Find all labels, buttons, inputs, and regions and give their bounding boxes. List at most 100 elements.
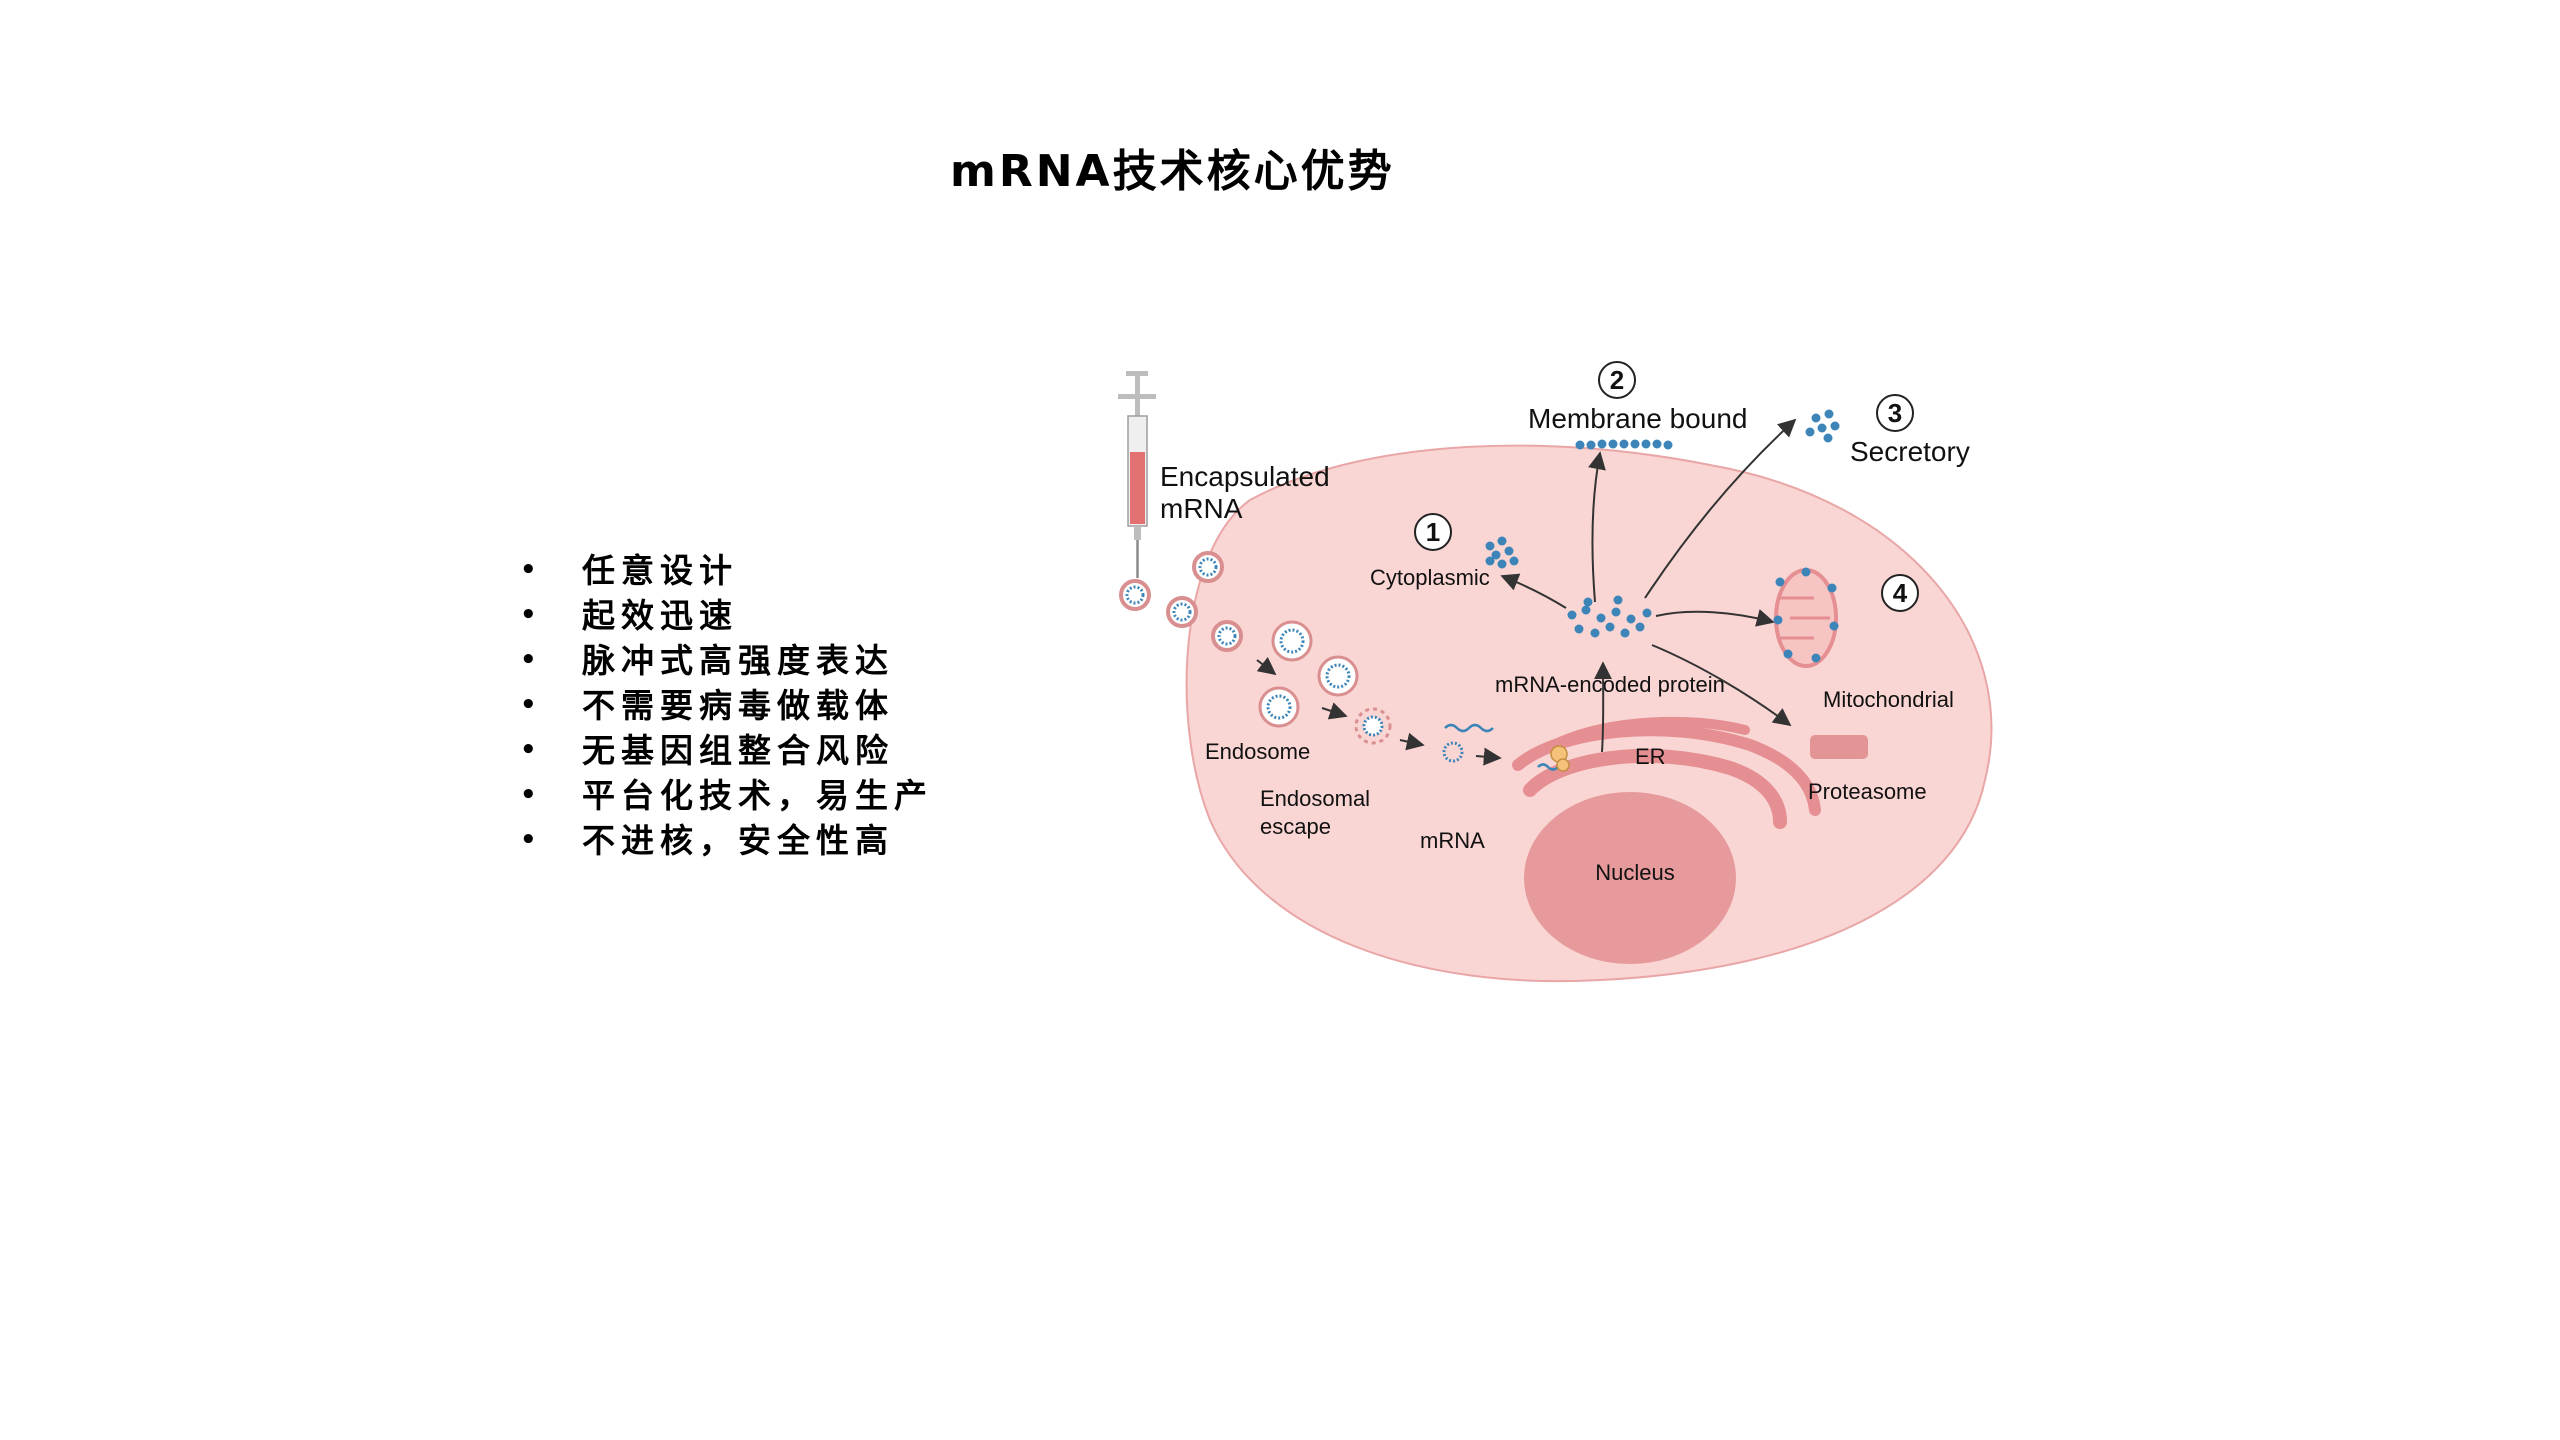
protein-dot — [1801, 567, 1811, 577]
protein-dot — [1608, 439, 1618, 449]
protein-dot — [1583, 597, 1593, 607]
pathway-arrow — [1655, 609, 1775, 627]
marker-2: 2 — [1598, 361, 1636, 399]
bullet-dot: • — [520, 645, 543, 675]
protein-dot — [1620, 628, 1630, 638]
protein-dot — [1824, 409, 1834, 419]
bullet-text: 不进核，安全性高 — [582, 821, 894, 860]
bullet-dot: • — [520, 600, 543, 630]
encapsulated-line1: Encapsulated — [1160, 461, 1330, 492]
cytoplasmic-label: Cytoplasmic — [1370, 565, 1490, 590]
bullet-item: •无基因组整合风险 — [510, 728, 933, 773]
bullet-text: 起效迅速 — [582, 596, 738, 635]
nucleus-label: Nucleus — [1595, 860, 1674, 885]
bullet-dot: • — [520, 825, 543, 855]
bullet-dot: • — [520, 555, 543, 585]
bullet-item: • 平台化技术，易生产 — [510, 773, 933, 818]
bullet-dot: • — [520, 780, 543, 810]
protein-dot — [1613, 595, 1623, 605]
ribosome-icon — [1537, 745, 1570, 772]
membrane-bound-label: Membrane bound — [1528, 403, 1747, 434]
protein-dot — [1567, 610, 1577, 620]
bullet-item: • 不需要病毒做载体 — [510, 683, 933, 728]
pathway-arrow — [1588, 451, 1606, 603]
protein-dot — [1652, 439, 1662, 449]
endosomal-line2: escape — [1260, 814, 1331, 839]
marker-2-text: 2 — [1610, 365, 1624, 395]
encapsulated-label: Encapsulated mRNA — [1160, 461, 1337, 524]
bullet-item: • 起效迅速 — [510, 593, 933, 638]
pathway-arrow — [1500, 573, 1567, 609]
protein-dot — [1783, 649, 1793, 659]
marker-4: 4 — [1881, 574, 1919, 612]
protein-dot — [1830, 421, 1840, 431]
protein-dot — [1775, 577, 1785, 587]
endosome-vesicle — [1258, 686, 1300, 728]
pathway-arrow — [1475, 747, 1502, 766]
escaping-endosome — [1354, 707, 1392, 745]
protein-dot — [1641, 439, 1651, 449]
lipid-nanoparticle — [1192, 551, 1224, 583]
bullet-item: • 不进核，安全性高 — [510, 818, 933, 863]
lipid-nanoparticle — [1119, 579, 1151, 611]
endosome-label: Endosome — [1205, 739, 1310, 764]
encapsulated-line2: mRNA — [1160, 493, 1243, 524]
protein-dot — [1605, 622, 1615, 632]
slide-title: mRNA技术核心优势 — [950, 146, 1395, 197]
pathway-arrow — [1651, 644, 1792, 727]
bullet-text: 无基因组整合风险 — [582, 731, 894, 770]
mitochondrion-icon — [1773, 567, 1839, 668]
bullet-item: • 脉冲式高强度表达 — [510, 638, 933, 683]
marker-4-text: 4 — [1893, 578, 1908, 608]
mrna-mechanism-diagram: Nucleus ER Encapsulated mRNA — [1118, 361, 1993, 983]
bullet-text: 脉冲式高强度表达 — [582, 641, 894, 680]
bullet-text: 平台化技术，易生产 — [582, 776, 933, 815]
endosome-vesicle — [1271, 620, 1313, 662]
pathway-arrow — [1256, 656, 1277, 676]
proteasome-shape — [1810, 735, 1868, 759]
marker-1-text: 1 — [1426, 517, 1440, 547]
lipid-nanoparticle — [1166, 596, 1198, 628]
proteasome-label: Proteasome — [1808, 779, 1927, 804]
mrna-label: mRNA — [1420, 828, 1485, 853]
protein-dot — [1630, 439, 1640, 449]
pathway-arrow — [1644, 418, 1797, 599]
protein-dot — [1611, 607, 1621, 617]
er-label: ER — [1635, 744, 1666, 769]
protein-dot — [1581, 605, 1591, 615]
protein-dot — [1575, 440, 1585, 450]
membrane-bound-protein-row — [1575, 439, 1673, 450]
protein-dot — [1817, 423, 1827, 433]
mitochondrial-label: Mitochondrial — [1823, 687, 1954, 712]
protein-dot — [1811, 653, 1821, 663]
protein-dot — [1635, 622, 1645, 632]
bullet-text: 不需要病毒做载体 — [582, 686, 894, 725]
endosomal-escape-label: Endosomal escape — [1260, 786, 1376, 839]
marker-3-text: 3 — [1888, 398, 1902, 428]
endosomal-line1: Endosomal — [1260, 786, 1370, 811]
lipid-nanoparticle — [1211, 620, 1243, 652]
protein-dot — [1811, 413, 1821, 423]
marker-3: 3 — [1876, 394, 1914, 432]
protein-dot — [1773, 615, 1783, 625]
protein-dot — [1497, 559, 1507, 569]
protein-dot — [1829, 621, 1839, 631]
secretory-protein-cluster — [1805, 409, 1840, 443]
protein-dot — [1827, 583, 1837, 593]
protein-dot — [1504, 546, 1514, 556]
endosome-vesicle — [1317, 655, 1359, 697]
protein-dot — [1823, 433, 1833, 443]
encoded-protein-label: mRNA-encoded protein — [1495, 672, 1725, 697]
pathway-arrow — [1321, 702, 1348, 720]
protein-dot — [1619, 439, 1629, 449]
bullet-dot: • — [520, 690, 543, 720]
advantages-list: •任意设计 •起效迅速 •脉冲式高强度表达 •不需要病毒做载体 •无基因组整合风… — [510, 548, 933, 863]
protein-dot — [1626, 614, 1636, 624]
secretory-label: Secretory — [1850, 436, 1970, 467]
pathway-arrow — [1399, 732, 1425, 751]
protein-dot — [1663, 440, 1673, 450]
protein-dot — [1509, 556, 1519, 566]
bullet-item: •任意设计 — [510, 548, 933, 593]
protein-dot — [1642, 608, 1652, 618]
